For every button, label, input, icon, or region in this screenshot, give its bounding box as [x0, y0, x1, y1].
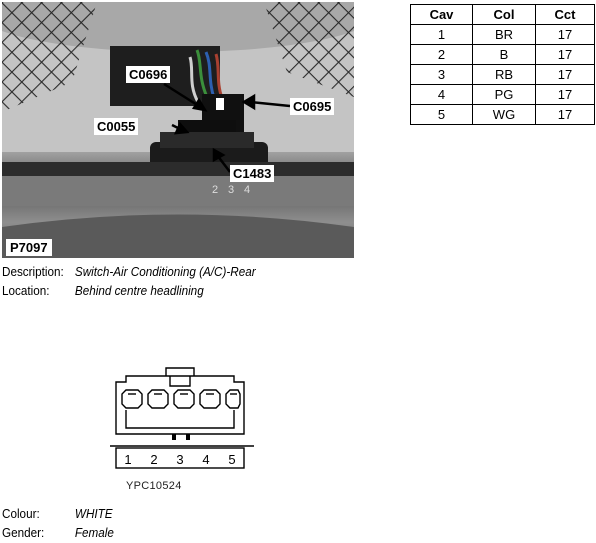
callout-c0695: C0695: [290, 98, 335, 115]
photo-id-label: P7097: [6, 239, 52, 256]
pin-label-1: 1: [124, 452, 131, 467]
cell-cct: 17: [535, 104, 595, 125]
table-row: 1 BR 17: [410, 24, 595, 45]
gender-label: Gender:: [2, 525, 45, 540]
location-row: Location: Behind centre headlining: [2, 283, 204, 299]
table-row: 4 PG 17: [410, 84, 595, 105]
gender-value: Female: [74, 525, 114, 540]
left-storage-net: [2, 2, 97, 112]
cell-cav: 2: [410, 44, 473, 65]
cavity-table: Cav Col Cct 1 BR 17 2 B 17 3 RB 17 4 PG …: [410, 4, 595, 125]
cell-cav: 3: [410, 64, 473, 85]
connector-diagram: 1 2 3 4 5: [110, 367, 254, 469]
cell-col: WG: [472, 104, 536, 125]
photo-illustration: [2, 2, 354, 258]
switch-number-2: 2: [212, 184, 219, 196]
component-photo: C0696 C0695 C0055 C1483 2 3 4 P7097: [2, 2, 354, 258]
pin-label-5: 5: [228, 452, 235, 467]
table-header-row: Cav Col Cct: [410, 4, 595, 25]
callout-c1483: C1483: [230, 165, 275, 182]
colour-value: WHITE: [74, 506, 113, 521]
description-label: Description:: [2, 264, 64, 279]
cell-cct: 17: [535, 84, 595, 105]
description-value: Switch-Air Conditioning (A/C)-Rear: [74, 264, 256, 279]
cell-cct: 17: [535, 44, 595, 65]
switch-number-4: 4: [244, 184, 251, 196]
cell-col: B: [472, 44, 536, 65]
location-label: Location:: [2, 283, 50, 298]
gender-row: Gender: Female: [2, 525, 114, 541]
connector-part-code: YPC10524: [126, 480, 182, 492]
callout-c0055: C0055: [94, 118, 139, 135]
cell-col: RB: [472, 64, 536, 85]
right-storage-net: [264, 2, 354, 97]
pin-label-3: 3: [176, 452, 183, 467]
table-row: 5 WG 17: [410, 104, 595, 125]
callout-c0696: C0696: [126, 66, 171, 83]
pin-label-4: 4: [202, 452, 209, 467]
table-row: 3 RB 17: [410, 64, 595, 85]
cell-col: BR: [472, 24, 536, 45]
colour-row: Colour: WHITE: [2, 506, 113, 522]
pin-label-2: 2: [150, 452, 157, 467]
cell-cav: 1: [410, 24, 473, 45]
cell-cct: 17: [535, 64, 595, 85]
header-cct: Cct: [535, 4, 595, 25]
description-row: Description: Switch-Air Conditioning (A/C…: [2, 264, 256, 280]
location-value: Behind centre headlining: [74, 283, 204, 298]
switch-number-3: 3: [228, 184, 235, 196]
cell-cct: 17: [535, 24, 595, 45]
header-col: Col: [472, 4, 536, 25]
header-cav: Cav: [410, 4, 473, 25]
cell-col: PG: [472, 84, 536, 105]
cell-cav: 5: [410, 104, 473, 125]
cell-cav: 4: [410, 84, 473, 105]
colour-label: Colour:: [2, 506, 40, 521]
table-row: 2 B 17: [410, 44, 595, 65]
